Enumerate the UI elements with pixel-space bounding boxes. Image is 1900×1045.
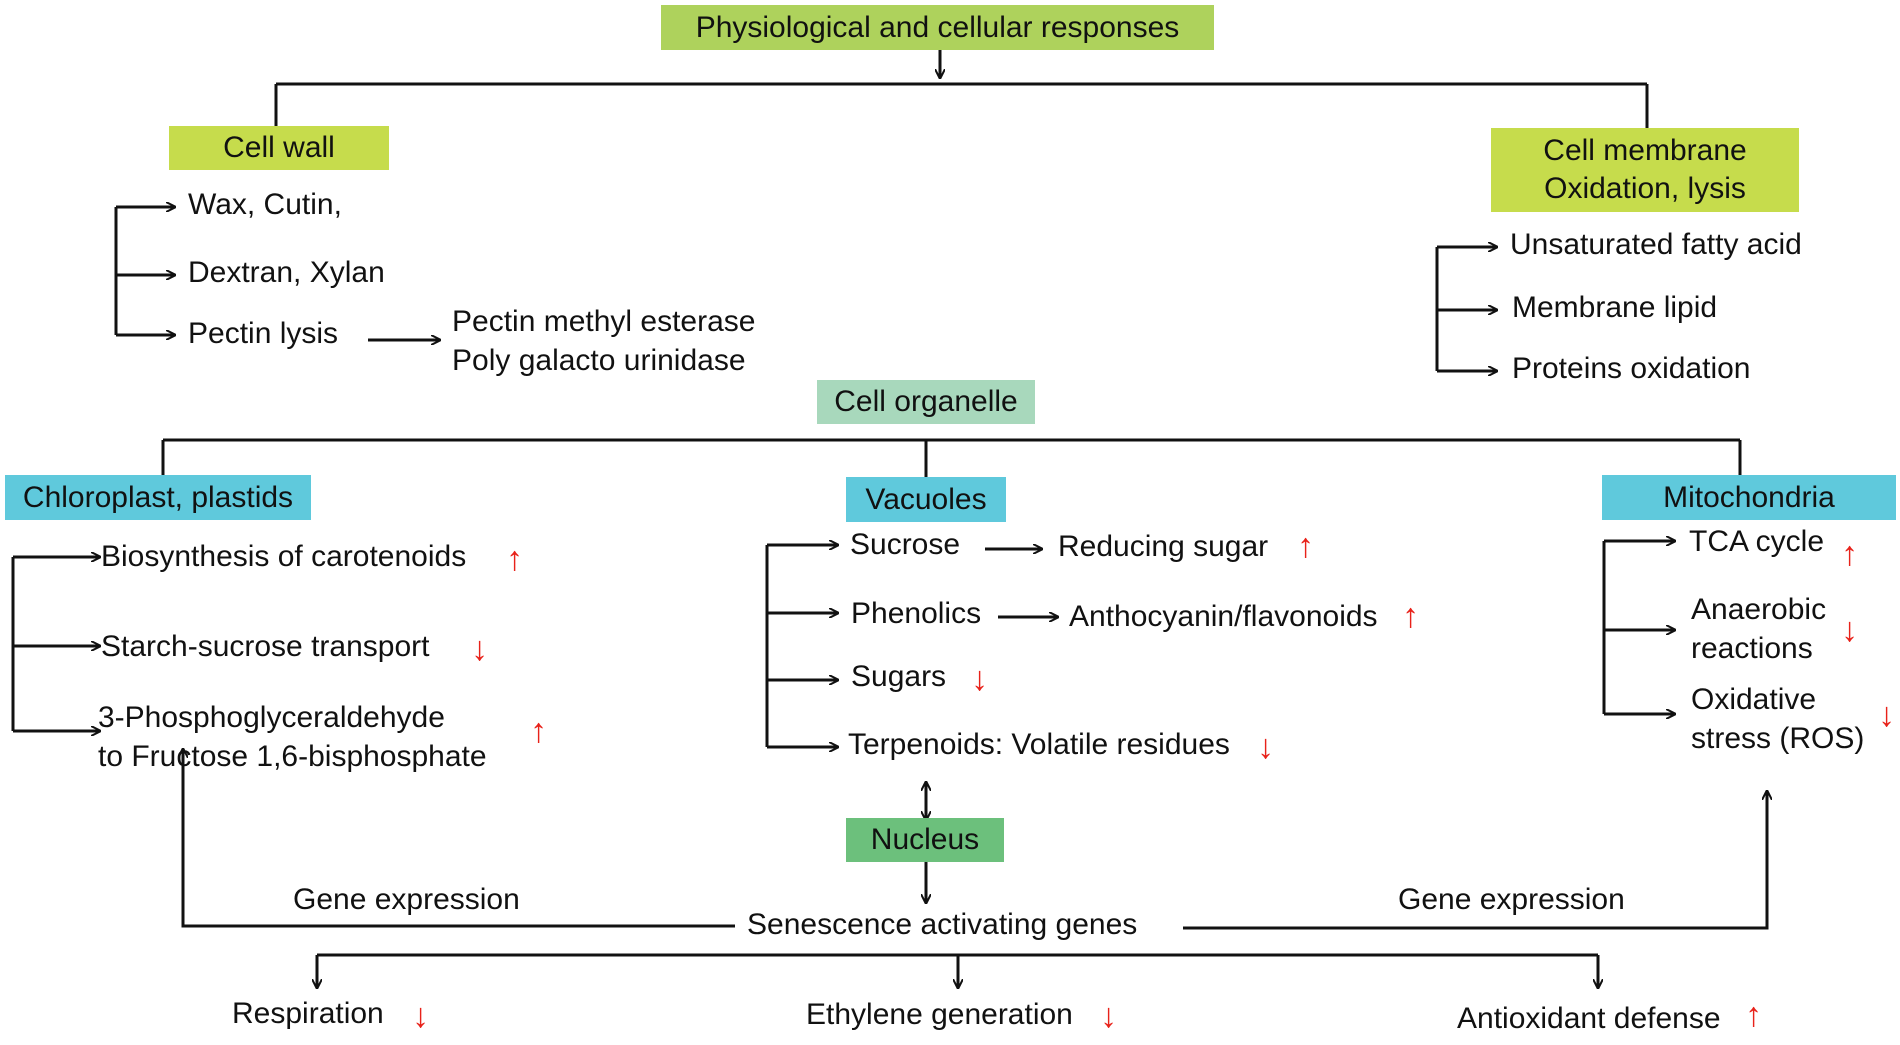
vacuole-item-sucrose: Sucrose (850, 528, 961, 561)
down-arrow-icon: ↓ (1257, 728, 1274, 766)
mitochondria-item-anaerobic-1: Anaerobic (1691, 593, 1827, 626)
vacuole-item-terpenoids: Terpenoids: Volatile residues (848, 728, 1230, 761)
up-arrow-icon: ↑ (506, 540, 523, 578)
cell-membrane-item-3: Proteins oxidation (1512, 352, 1751, 385)
cell-membrane-item-1: Unsaturated fatty acid (1510, 228, 1802, 261)
chloroplast-item-1: Biosynthesis of carotenoids (101, 540, 467, 573)
root-title: Physiological and cellular responses (695, 10, 1180, 44)
outcome-respiration: Respiration (232, 997, 384, 1030)
chloroplast-title: Chloroplast, plastids (22, 480, 294, 514)
up-arrow-icon: ↑ (530, 712, 547, 750)
cell-membrane-item-2: Membrane lipid (1512, 291, 1718, 324)
vacuole-item-phenolics: Phenolics (851, 597, 982, 630)
vacuole-item-sugars: Sugars (851, 660, 947, 693)
cell-organelle-title: Cell organelle (834, 385, 1018, 418)
down-arrow-icon: ↓ (412, 997, 429, 1035)
cell-membrane-title-2: Oxidation, lysis (1544, 172, 1746, 205)
vacuole-result-reducing-sugar: Reducing sugar (1058, 530, 1269, 563)
cell-wall-item-wax: Wax, Cutin, (188, 188, 342, 221)
senescence-title: Senescence activating genes (747, 908, 1138, 941)
down-arrow-icon: ↓ (971, 660, 988, 698)
up-arrow-icon: ↑ (1297, 527, 1314, 565)
up-arrow-icon: ↑ (1745, 996, 1762, 1034)
pectin-product-2: Poly galacto urinidase (452, 344, 746, 377)
down-arrow-icon: ↓ (471, 630, 488, 668)
mitochondria-item-anaerobic-2: reactions (1691, 632, 1813, 665)
mitochondria-title: Mitochondria (1663, 480, 1835, 514)
gene-expression-right-path (1183, 791, 1767, 930)
gene-expression-left-path (183, 749, 735, 928)
down-arrow-icon: ↓ (1100, 997, 1117, 1035)
up-arrow-icon: ↑ (1402, 597, 1419, 635)
down-arrow-icon: ↓ (1841, 611, 1858, 649)
mitochondria-box: Mitochondria (1602, 475, 1896, 520)
up-arrow-icon: ↑ (1841, 535, 1858, 573)
chloroplast-item-2: Starch-sucrose transport (101, 630, 430, 663)
cell-membrane-box: Cell membrane Oxidation, lysis (1491, 128, 1799, 212)
vacuole-result-anthocyanin: Anthocyanin/flavonoids (1069, 600, 1378, 633)
cell-wall-box: Cell wall (169, 126, 389, 170)
root-box: Physiological and cellular responses (661, 5, 1214, 50)
vacuoles-box: Vacuoles (846, 477, 1006, 522)
gene-expression-right: Gene expression (1398, 883, 1625, 916)
mitochondria-item-oxidative-1: Oxidative (1691, 683, 1817, 716)
vacuoles-title: Vacuoles (865, 482, 987, 516)
chloroplast-box: Chloroplast, plastids (5, 475, 311, 520)
mitochondria-item-oxidative-2: stress (ROS) (1691, 722, 1865, 755)
outcome-ethylene: Ethylene generation (806, 998, 1073, 1031)
cell-organelle-box: Cell organelle (817, 380, 1035, 424)
outcome-antioxidant: Antioxidant defense (1457, 1002, 1721, 1035)
mitochondria-item-tca: TCA cycle (1689, 525, 1825, 558)
chloroplast-item-3-line-2: to Fructose 1,6-bisphosphate (98, 740, 487, 773)
down-arrow-icon: ↓ (1878, 696, 1895, 734)
cell-membrane-title-1: Cell membrane (1543, 134, 1747, 167)
chloroplast-item-3-line-1: 3-Phosphoglyceraldehyde (98, 701, 445, 734)
nucleus-title: Nucleus (870, 823, 980, 856)
cell-wall-item-dextran: Dextran, Xylan (188, 256, 385, 289)
pectin-product-1: Pectin methyl esterase (452, 305, 756, 338)
nucleus-box: Nucleus (846, 818, 1004, 862)
cell-wall-item-pectin: Pectin lysis (188, 317, 339, 350)
gene-expression-left: Gene expression (293, 883, 520, 916)
cell-wall-title: Cell wall (223, 131, 335, 164)
